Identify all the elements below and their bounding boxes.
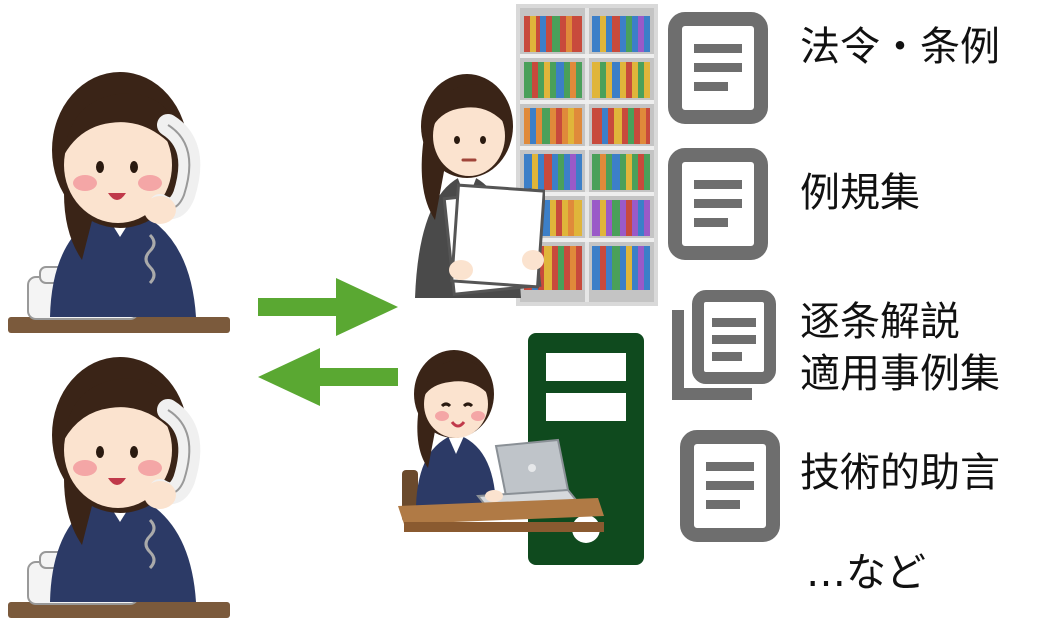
document-icon	[680, 430, 780, 542]
item-label-cases: 適用事例集	[800, 351, 1000, 397]
document-icon	[668, 12, 768, 124]
researcher-with-document	[415, 74, 545, 298]
arrow-left-icon	[258, 348, 398, 406]
etc-label: …など	[806, 550, 926, 596]
document-icon	[668, 148, 768, 260]
phone-operator-top	[8, 72, 230, 333]
documents-stack-icon	[672, 290, 776, 400]
item-label-regulations: 例規集	[800, 170, 920, 216]
item-label-laws: 法令・条例	[800, 24, 1000, 70]
arrow-right-icon	[258, 278, 398, 336]
item-label-commentary: 逐条解説	[800, 299, 960, 345]
phone-operator-bottom	[8, 357, 230, 618]
item-label-advice: 技術的助言	[800, 450, 1000, 496]
computer-worker	[398, 350, 604, 532]
